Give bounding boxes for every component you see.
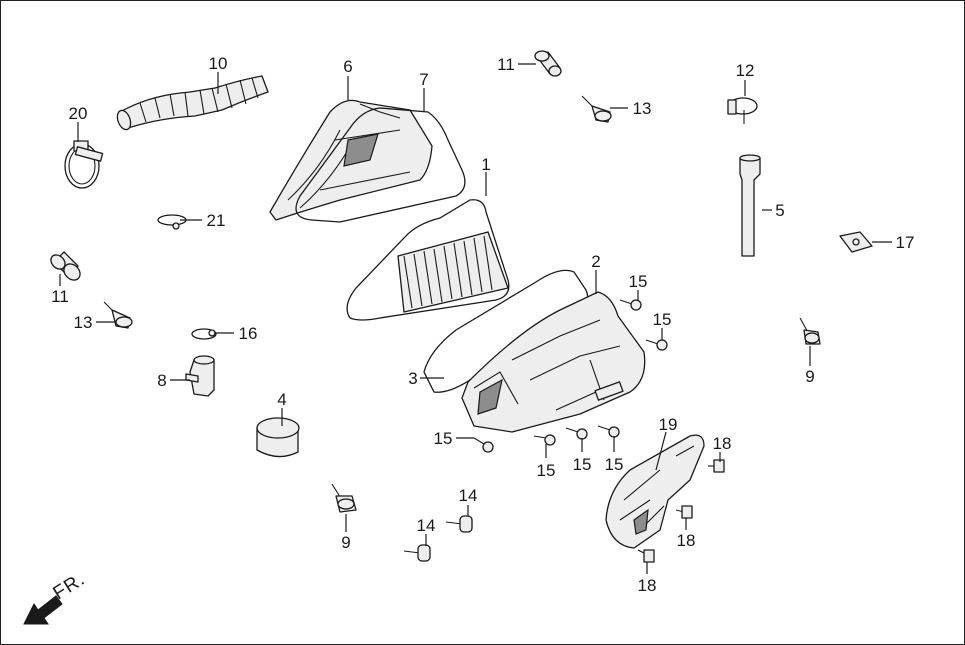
screw-part-15-group xyxy=(473,299,668,453)
screw-15-d xyxy=(533,434,556,446)
bolt-18-c xyxy=(637,549,655,563)
front-direction-arrow-icon xyxy=(23,595,63,625)
callout-7: 7 xyxy=(419,70,428,89)
flange-bolt-part-left xyxy=(103,301,133,329)
callout-15-a: 15 xyxy=(629,272,648,291)
callout-18-a: 18 xyxy=(713,434,732,453)
callout-numbers: 1 2 3 4 5 6 7 8 9 9 10 11 11 12 13 13 14… xyxy=(51,54,914,595)
callout-10: 10 xyxy=(209,54,228,73)
callout-9-bottom: 9 xyxy=(341,533,350,552)
drain-tube-part xyxy=(739,154,761,257)
callout-13-top: 13 xyxy=(633,99,652,118)
screw-15-a xyxy=(619,299,642,311)
screw-15-c xyxy=(473,437,494,453)
callout-18-c: 18 xyxy=(638,576,657,595)
band-clamp-part xyxy=(727,97,758,124)
callout-12: 12 xyxy=(736,61,755,80)
callout-16: 16 xyxy=(239,324,258,343)
drain-plug-part xyxy=(185,355,215,397)
callout-18-b: 18 xyxy=(677,531,696,550)
clip-nut-part xyxy=(839,231,873,253)
callout-15-e: 15 xyxy=(573,455,592,474)
callout-14-lower: 14 xyxy=(417,516,436,535)
callout-15-b: 15 xyxy=(653,310,672,329)
callout-11-top: 11 xyxy=(497,55,515,74)
flange-bolt-part-bottom xyxy=(331,483,357,513)
bolt-part-14-group xyxy=(403,515,473,562)
sponge-cylinder-part xyxy=(256,417,300,458)
bolt-14-upper xyxy=(445,515,473,533)
callout-3: 3 xyxy=(408,369,417,388)
callout-14-upper: 14 xyxy=(459,486,478,505)
callout-11-left: 11 xyxy=(51,287,69,306)
filter-element-part xyxy=(346,199,510,321)
bolt-part-18-group xyxy=(637,459,725,563)
callout-8: 8 xyxy=(157,371,166,390)
callout-5: 5 xyxy=(775,201,784,220)
leader-lines xyxy=(59,63,892,574)
callout-15-f: 15 xyxy=(605,455,624,474)
flange-bolt-part-top xyxy=(581,95,612,123)
callout-13-left: 13 xyxy=(74,313,93,332)
bolt-18-b xyxy=(675,505,693,519)
callout-20: 20 xyxy=(69,104,88,123)
callout-2: 2 xyxy=(591,252,600,271)
callout-21: 21 xyxy=(207,211,226,230)
callout-17: 17 xyxy=(896,233,915,252)
callout-9-right: 9 xyxy=(805,367,814,386)
callout-19: 19 xyxy=(659,415,678,434)
flange-bolt-part-right xyxy=(799,317,821,345)
callout-15-d: 15 xyxy=(537,461,556,480)
case-gasket-part xyxy=(423,269,589,393)
cover-gasket-part xyxy=(295,107,466,223)
callout-4: 4 xyxy=(277,390,286,409)
side-cover-plate-part xyxy=(605,434,705,549)
hose-fitting-part-top xyxy=(534,50,562,77)
bolt-14-lower xyxy=(403,544,431,562)
air-cleaner-case-part xyxy=(461,291,646,433)
hose-clamp-part xyxy=(64,140,104,189)
bolt-18-a xyxy=(708,459,725,473)
callout-6: 6 xyxy=(343,57,352,76)
wire-clip-part-16 xyxy=(191,328,217,340)
callout-15-c: 15 xyxy=(434,429,453,448)
intake-tube-part xyxy=(116,75,269,131)
callout-1: 1 xyxy=(481,155,490,174)
hose-fitting-part-left xyxy=(50,251,81,281)
